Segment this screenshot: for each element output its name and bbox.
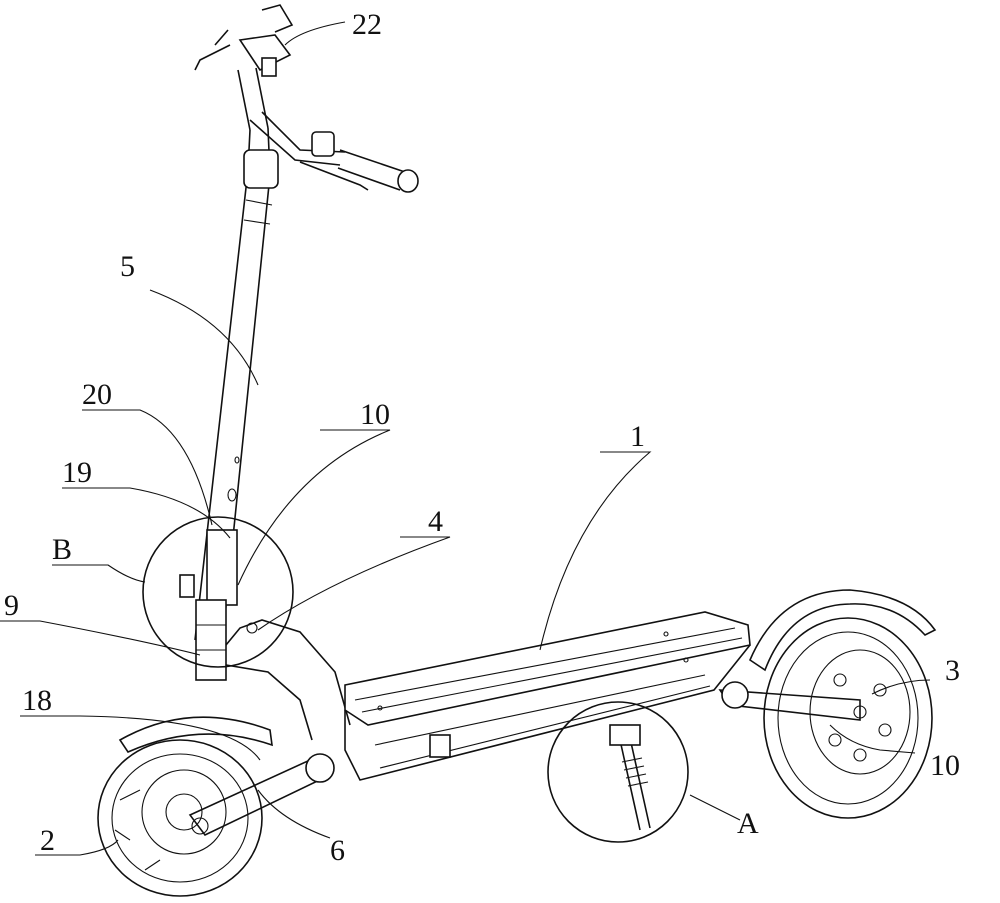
label-1: 1 (630, 420, 645, 453)
label-b: B (52, 533, 72, 566)
detail-circle-b (142, 516, 294, 668)
label-19: 19 (62, 456, 92, 489)
label-10-rear: 10 (930, 749, 960, 782)
kickstand (609, 724, 651, 831)
reference-labels: 22 5 20 10 19 B 4 1 9 3 18 10 2 6 A (4, 8, 960, 867)
front-neck-arm (225, 619, 351, 741)
front-swingarm (188, 753, 335, 837)
label-2: 2 (40, 824, 55, 857)
label-10-stem: 10 (360, 398, 390, 431)
handlebar (194, 4, 419, 193)
label-9: 9 (4, 589, 19, 622)
rear-fender (749, 589, 937, 672)
label-a: A (737, 807, 759, 840)
front-wheel (97, 739, 263, 897)
front-fender (118, 716, 273, 754)
label-6: 6 (330, 834, 345, 867)
label-22: 22 (352, 8, 382, 41)
head-tube (179, 529, 238, 681)
label-3: 3 (945, 654, 960, 687)
rear-swingarm (718, 681, 861, 721)
label-4: 4 (428, 505, 443, 538)
leader-lines (0, 21, 931, 856)
deck (344, 611, 751, 781)
label-5: 5 (120, 250, 135, 283)
label-18: 18 (22, 684, 52, 717)
detail-circle-a (547, 701, 689, 843)
label-20: 20 (82, 378, 112, 411)
